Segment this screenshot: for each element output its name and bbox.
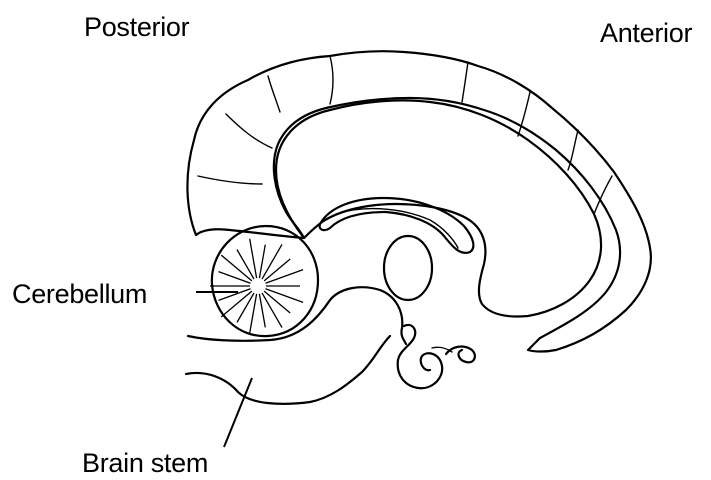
brain-stem-outline <box>188 287 402 341</box>
cerebellum-fold-line <box>259 294 265 327</box>
cerebellum-fold-line <box>219 289 251 301</box>
cerebellum <box>210 226 318 336</box>
brain-stem-label: Brain stem <box>82 448 208 478</box>
cerebellum-label: Cerebellum <box>12 279 147 309</box>
posterior-label: Posterior <box>84 12 189 42</box>
cerebellum-fold-line <box>259 245 265 278</box>
cerebellum-fold-line <box>264 259 290 281</box>
cerebellum-fold-line <box>237 250 254 279</box>
anterior-label: Anterior <box>600 18 692 48</box>
cerebellum-fold-line <box>266 289 304 303</box>
corpus-callosum <box>320 198 474 253</box>
pituitary-curl <box>398 325 443 388</box>
thalamus <box>384 236 432 300</box>
brainstem-leader-line <box>224 378 252 447</box>
cerebellum-fold-line <box>219 272 251 284</box>
cerebellum-fold-line <box>266 270 304 284</box>
cerebellum-folia <box>210 239 303 334</box>
cerebellum-fold-line <box>237 293 254 322</box>
cerebellum-fold-line <box>264 291 290 313</box>
